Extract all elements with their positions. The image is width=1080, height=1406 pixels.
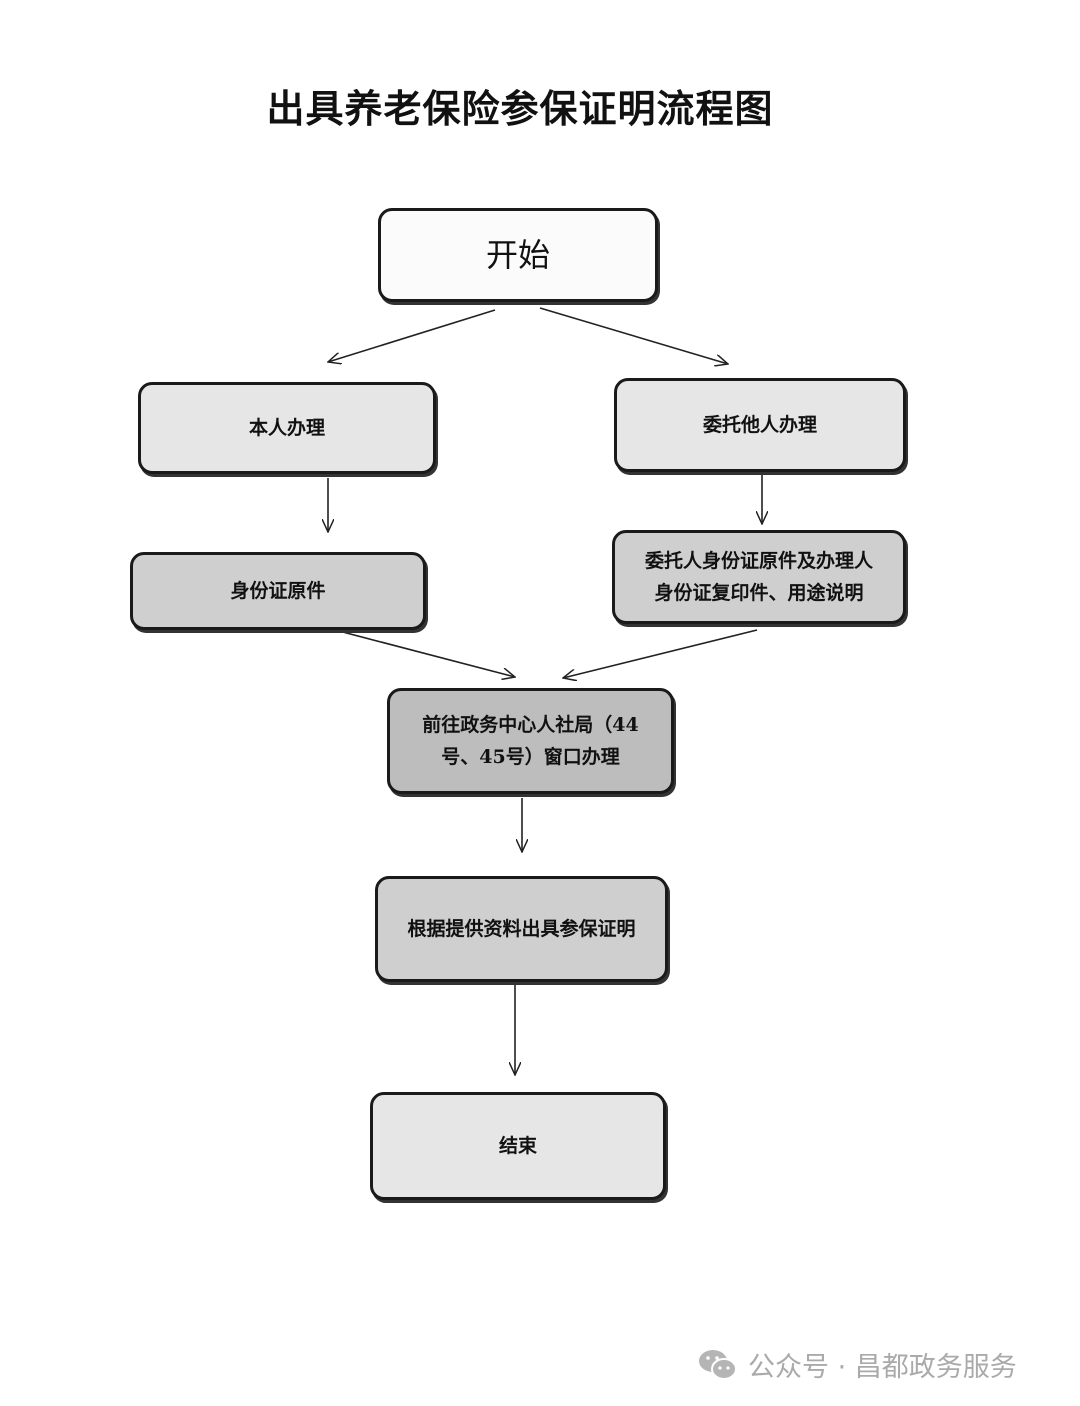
page-title: 出具养老保险参保证明流程图 <box>266 86 774 131</box>
go-center-node: 前往政务中心人社局（44 号、45号）窗口办理 <box>387 688 674 794</box>
watermark-text: 公众号 · 昌都政务服务 <box>748 1352 1017 1383</box>
issue-certificate-node: 根据提供资料出具参保证明 <box>375 876 668 982</box>
go-center-line1: 前往政务中心人社局（44 <box>422 714 639 736</box>
delegate-docs-node: 委托人身份证原件及办理人 身份证复印件、用途说明 <box>612 530 906 624</box>
end-node: 结束 <box>370 1092 666 1200</box>
delegate-handle-node: 委托他人办理 <box>614 378 906 472</box>
self-handle-label: 本人办理 <box>248 417 325 439</box>
end-label: 结束 <box>498 1135 537 1157</box>
id-original-label: 身份证原件 <box>230 580 326 602</box>
arrow-start-to-self <box>328 309 496 362</box>
arrow-start-to-delegate <box>539 307 728 364</box>
delegate-docs-line2: 身份证复印件、用途说明 <box>654 582 864 604</box>
issue-certificate-label: 根据提供资料出具参保证明 <box>407 918 636 940</box>
delegate-handle-label: 委托他人办理 <box>702 414 817 436</box>
arrow-id-to-center <box>334 629 515 677</box>
go-center-line2: 号、45号）窗口办理 <box>441 746 620 768</box>
watermark: 公众号 · 昌都政务服务 <box>698 1345 1017 1384</box>
start-label: 开始 <box>485 236 550 274</box>
self-handle-node: 本人办理 <box>138 382 436 474</box>
arrow-docs-to-center <box>563 629 758 678</box>
wechat-icon <box>699 1349 737 1380</box>
start-node: 开始 <box>378 208 658 302</box>
delegate-docs-line1: 委托人身份证原件及办理人 <box>644 550 873 572</box>
id-original-node: 身份证原件 <box>130 552 426 630</box>
